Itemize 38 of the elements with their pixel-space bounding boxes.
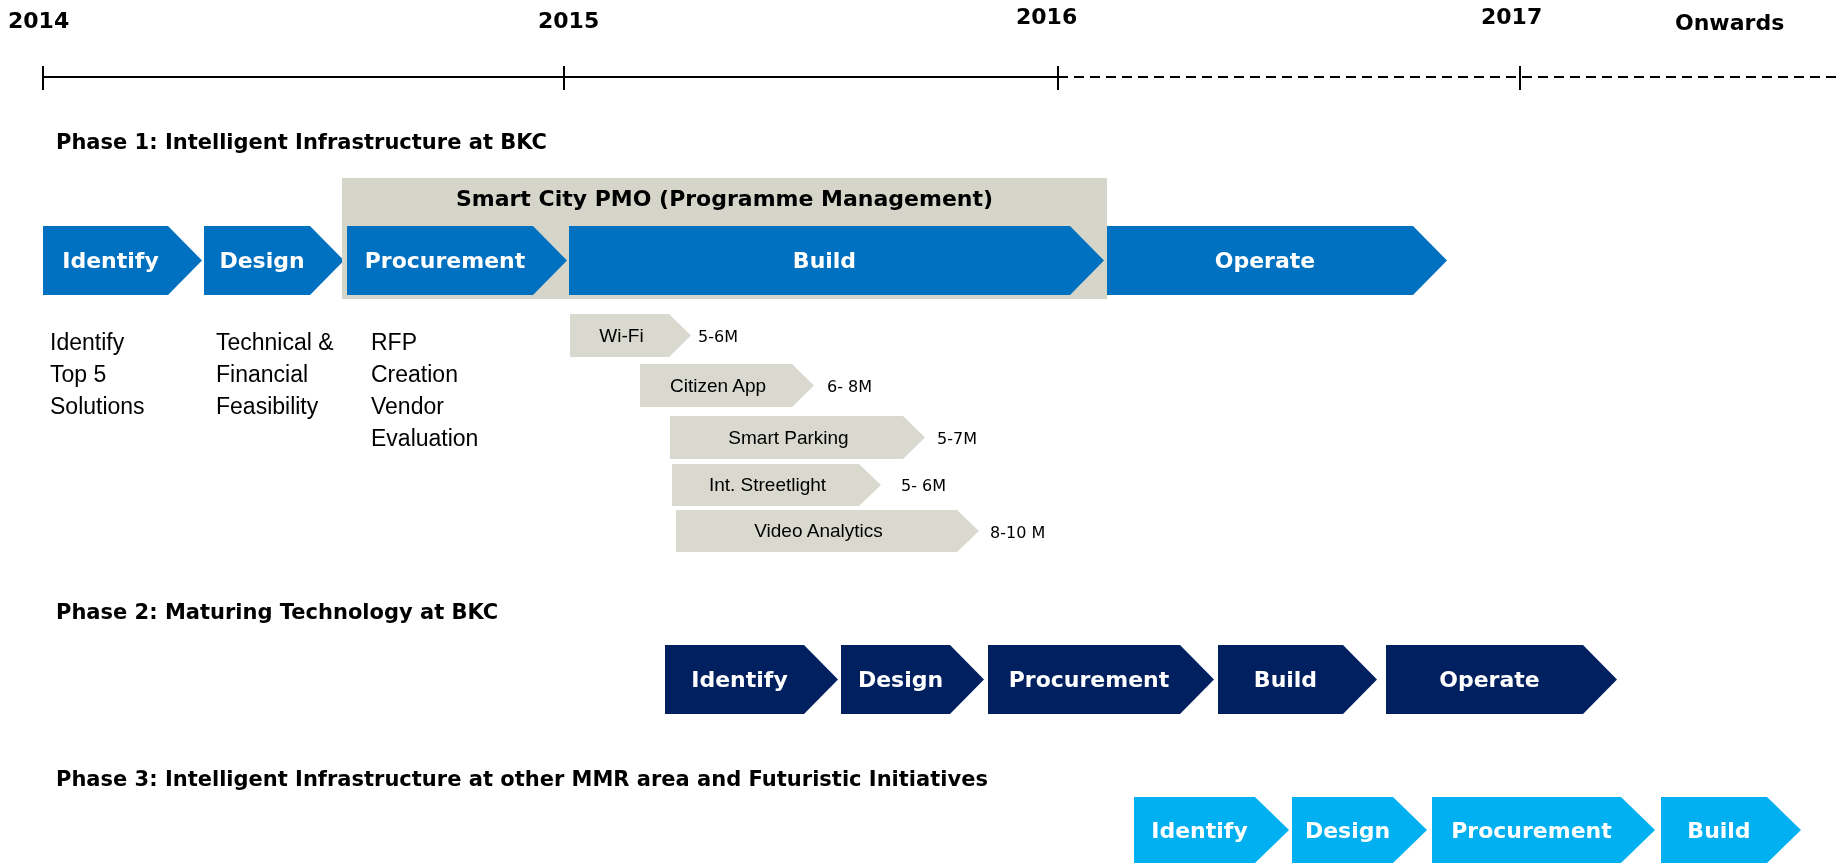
- chevron-step: Identify: [665, 645, 838, 714]
- chevron-step: Procurement: [347, 226, 567, 295]
- description-text: RFP Creation: [371, 328, 459, 389]
- year-label: 2014: [8, 8, 70, 33]
- duration-label: 5- 6M: [901, 476, 947, 495]
- chevron-step: Identify: [43, 226, 202, 295]
- duration-label: 5-7M: [937, 429, 977, 448]
- chevron-step: Design: [204, 226, 344, 295]
- phase-heading: Phase 3: Intelligent Infrastructure at other MMR area and Futuristic Initiatives: [56, 767, 988, 791]
- task-duration-bar: Int. Streetlight: [672, 464, 881, 506]
- duration-label: 6- 8M: [827, 377, 873, 396]
- task-duration-bar: Wi-Fi: [570, 314, 691, 357]
- task-duration-bar: Smart Parking: [670, 416, 925, 459]
- chevron-step: Operate: [1386, 645, 1617, 714]
- year-label: 2017: [1481, 4, 1543, 29]
- chevron-step: Identify: [1134, 797, 1289, 863]
- year-label: Onwards: [1675, 10, 1785, 35]
- description-text: Identify Top 5 Solutions: [50, 328, 146, 421]
- chevron-step: Design: [1292, 797, 1427, 863]
- chevron-step: Design: [841, 645, 984, 714]
- band-title: Smart City PMO (Programme Management): [454, 186, 995, 211]
- task-duration-bar: Video Analytics: [676, 510, 979, 552]
- chevron-step: Build: [1218, 645, 1377, 714]
- chevron-step: Procurement: [1432, 797, 1655, 863]
- year-label: 2016: [1016, 4, 1078, 29]
- duration-label: 5-6M: [698, 327, 738, 346]
- task-duration-bar: Citizen App: [640, 364, 814, 407]
- description-text: Vendor Evaluation: [371, 392, 480, 453]
- chevron-step: Build: [569, 226, 1104, 295]
- phase-heading: Phase 1: Intelligent Infrastructure at BKC: [56, 130, 547, 154]
- description-text: Technical & Financial Feasibility: [216, 328, 334, 421]
- programme-band: [342, 178, 1107, 299]
- year-label: 2015: [538, 8, 600, 33]
- chevron-step: Build: [1661, 797, 1801, 863]
- chevron-step: Procurement: [988, 645, 1214, 714]
- phase-heading: Phase 2: Maturing Technology at BKC: [56, 600, 499, 624]
- chevron-step: Operate: [1107, 226, 1447, 295]
- duration-label: 8-10 M: [990, 523, 1046, 542]
